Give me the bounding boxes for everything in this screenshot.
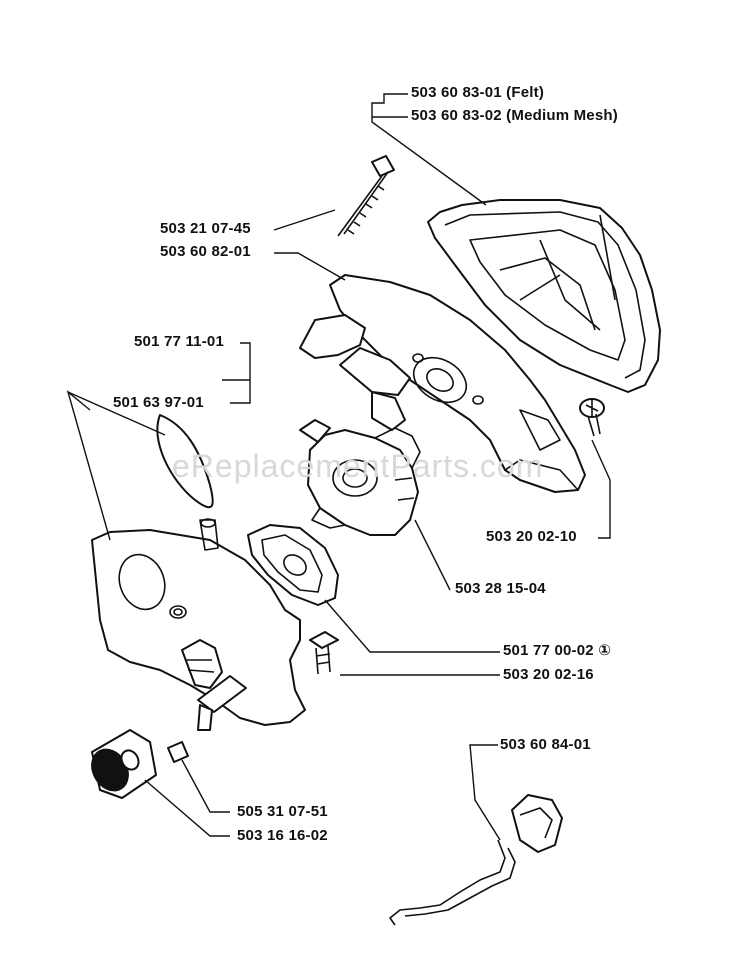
cover-screw-drawing <box>309 631 339 675</box>
label-adapter-plate: 503 60 82-01 <box>160 243 251 260</box>
carburetor-drawing <box>299 419 421 536</box>
label-screw-cover: 503 20 02-16 <box>503 666 594 683</box>
label-pin: 505 31 07-51 <box>237 803 328 820</box>
label-cover: 501 63 97-01 <box>113 394 204 411</box>
label-carburetor: 503 28 15-04 <box>455 580 546 597</box>
gasket-part-number: 501 77 00-02 <box>503 642 594 659</box>
leader-lines <box>66 93 611 841</box>
label-filter-mesh: 503 60 83-02 (Medium Mesh) <box>411 107 618 124</box>
long-screw-drawing <box>337 155 395 237</box>
knob-drawing <box>91 675 247 799</box>
label-cover-kit: 501 77 11-01 <box>134 333 224 350</box>
label-knob: 503 16 16-02 <box>237 827 328 844</box>
watermark: eReplacementParts.com <box>172 448 544 484</box>
small-screw-drawing <box>579 398 605 437</box>
gasket-note-marker: ① <box>598 642 612 659</box>
gasket-drawing <box>247 524 339 606</box>
air-filter-drawing <box>427 199 661 393</box>
label-gasket: 501 77 00-02 ① <box>503 642 611 660</box>
label-filter-felt: 503 60 83-01 (Felt) <box>411 84 545 101</box>
label-throttle-link: 503 60 84-01 <box>500 736 591 753</box>
throttle-link-drawing <box>389 794 563 926</box>
adapter-plate-drawing <box>299 274 586 493</box>
label-screw-small: 503 20 02-10 <box>486 528 577 545</box>
cover-drawing <box>91 414 306 726</box>
label-screw-long: 503 21 07-45 <box>160 220 251 237</box>
